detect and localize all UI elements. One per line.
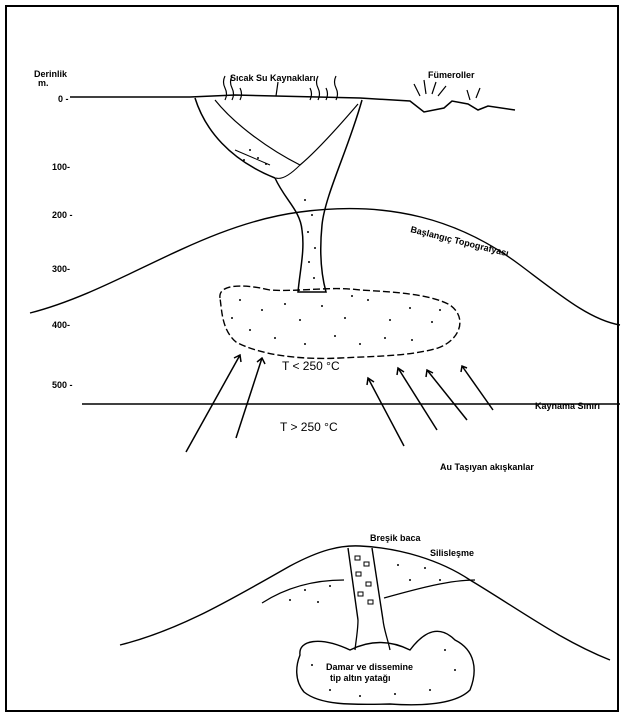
paleo-topography bbox=[30, 209, 620, 325]
label-silicification: Silisleşme bbox=[430, 548, 474, 558]
axis-unit: m. bbox=[38, 78, 49, 88]
crater-bowl bbox=[215, 100, 358, 165]
stipple bbox=[231, 149, 441, 345]
hill-profile bbox=[120, 546, 610, 660]
ore-reservoir bbox=[220, 286, 460, 358]
label-temp-above: T > 250 °C bbox=[280, 420, 338, 434]
fumarole-marks bbox=[414, 80, 480, 100]
tick-500: 500 - bbox=[52, 380, 73, 390]
breccia-clasts bbox=[355, 556, 373, 604]
label-boiling-line: Kaynama Sınırı bbox=[535, 401, 600, 411]
label-vein-line2: tip altın yatağı bbox=[330, 673, 391, 683]
tick-400: 400- bbox=[52, 320, 70, 330]
tick-300: 300- bbox=[52, 264, 70, 274]
label-temp-below: T < 250 °C bbox=[282, 359, 340, 373]
tick-100: 100- bbox=[52, 162, 70, 172]
ground-surface bbox=[70, 95, 515, 112]
label-fumaroles: Fümeroller bbox=[428, 70, 475, 80]
label-vein-line1: Damar ve dissemine bbox=[326, 662, 413, 672]
tick-200: 200 - bbox=[52, 210, 73, 220]
tick-0: 0 - bbox=[58, 94, 69, 104]
label-fluids: Au Taşıyan akışkanlar bbox=[440, 462, 534, 472]
label-hot-springs: Sıcak Su Kaynakları bbox=[230, 73, 316, 83]
label-breccia-pipe: Breşik baca bbox=[370, 533, 422, 543]
